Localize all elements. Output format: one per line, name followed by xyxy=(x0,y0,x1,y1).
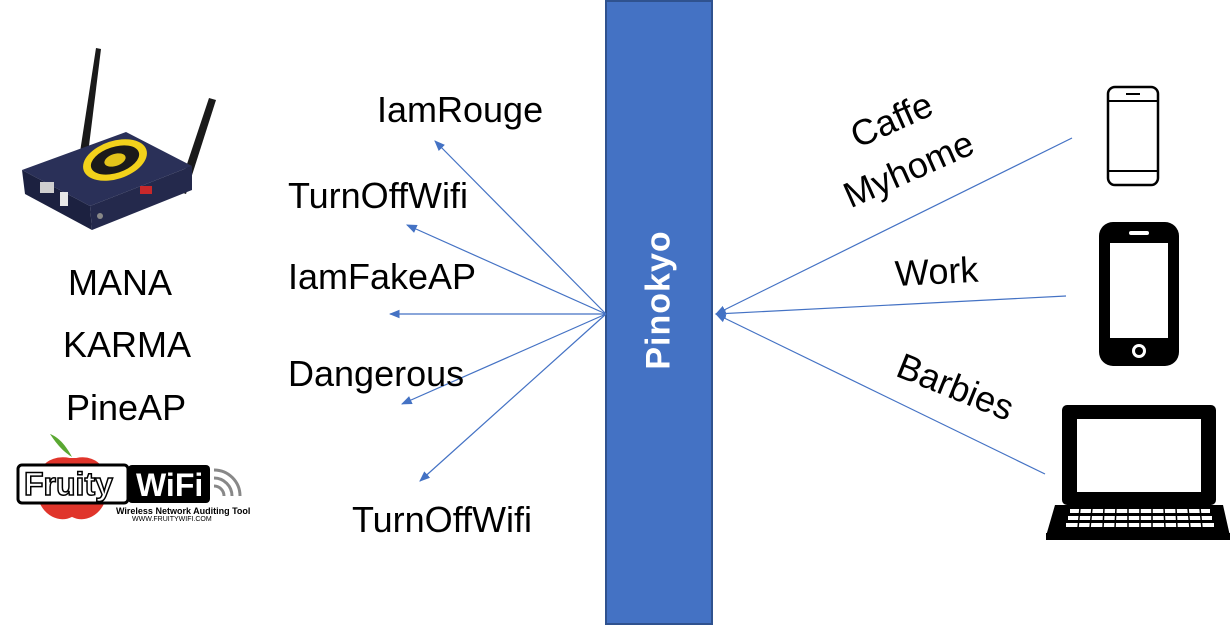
logo-word-wifi: WiFi xyxy=(136,467,204,503)
arrow-to-turnoffwifi-2 xyxy=(419,313,607,482)
arrow-to-iamrouge xyxy=(434,140,607,315)
smartphone-outline-icon xyxy=(1106,85,1160,187)
logo-url: WWW.FRUITYWIFI.COM xyxy=(132,516,212,523)
logo-tagline: Wireless Network Auditing Tool xyxy=(116,506,251,516)
fake-ssid-dangerous: Dangerous xyxy=(288,353,465,394)
fake-ssid-turnoffwifi-1: TurnOffWifi xyxy=(288,175,469,216)
wifi-pineapple-router-icon xyxy=(22,48,216,230)
arrow-from-phone-1 xyxy=(715,137,1073,315)
attack-label-karma: KARMA xyxy=(63,324,192,365)
fake-ssid-turnoffwifi-2: TurnOffWifi xyxy=(352,499,533,540)
arrow-to-turnoffwifi-1 xyxy=(406,224,607,315)
fake-ssid-iamfakeap: IamFakeAP xyxy=(288,256,477,297)
pinokyo-bar xyxy=(605,0,713,625)
pinokyo-label: Pinokyo xyxy=(639,230,678,370)
smartphone-filled-icon xyxy=(1099,222,1179,366)
arrow-from-phone-2 xyxy=(714,295,1067,318)
attack-label-pineap: PineAP xyxy=(66,387,187,428)
arrow-to-dangerous xyxy=(401,313,607,405)
attack-label-mana: MANA xyxy=(68,262,173,303)
arrow-from-laptop xyxy=(715,313,1046,475)
fruitywifi-logo xyxy=(16,434,242,522)
probe-ssid-work: Work xyxy=(893,248,980,294)
fake-ssid-iamrouge: IamRouge xyxy=(377,89,544,130)
laptop-icon xyxy=(1046,405,1230,540)
logo-word-fruity: Fruity xyxy=(23,465,113,503)
